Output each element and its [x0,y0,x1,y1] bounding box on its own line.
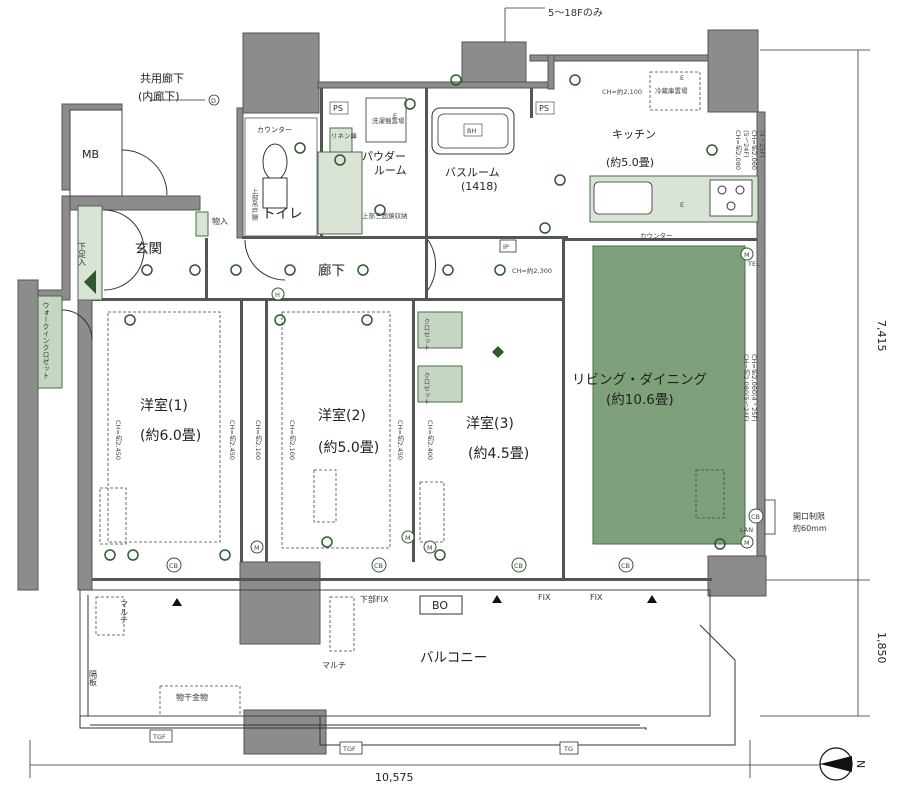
living-label-2: (約10.6畳) [606,392,674,408]
outer-walls [17,29,767,755]
mb-label: MB [82,148,99,161]
e-marker-1: E [680,201,684,209]
shoe-box-label: 下足入 [78,242,87,266]
ch-kitchen-2: (5～24F) [742,130,750,158]
western1-label-1: 洋室(1) [140,397,188,414]
dimension-lines [29,7,870,778]
cb-marker-5: CB [751,513,760,521]
balcony-label: バルコニー [420,650,487,666]
cb-marker-2: CB [374,562,383,570]
arrow-marker [172,598,182,606]
tel-label: TEL [747,260,760,268]
western3-label-1: 洋室(3) [466,415,514,432]
bathroom-label-1: バスルーム [445,166,500,179]
entrance-label: 玄関 [135,240,162,257]
kitchen-label-2: (約5.0畳) [606,155,654,169]
upper-shelf-label: 上部吊戸棚 [250,187,258,222]
corridor-label-2: (内廊下) [138,89,180,103]
title-note: 5～18Fのみ [548,8,603,19]
closet-label-1: クロゼット [422,318,430,351]
multi-outlet-2: マルチ [322,661,346,670]
storage-label: 物入 [212,216,228,226]
clothes-dryer-label: 物干金物 [176,692,208,702]
cb-marker-1: CB [169,562,178,570]
ch-w1a: CH=約2,450 [114,420,122,460]
e-marker-2: E [680,74,684,82]
bo-label: BO [432,599,448,612]
balcony-area [79,589,736,746]
opening-limit-1: 開口制限 [793,511,825,521]
d-marker: D [211,97,216,105]
ip-label: IP [503,243,509,251]
dim-depth-balcony: 1,850 [875,632,888,664]
ch-hall: CH=約2,300 [512,266,552,275]
powder-room-label-2: ルーム [374,164,407,177]
ch-ld-2: CH=約2,060(4・25F) [750,354,758,422]
cb-marker-3: CB [514,562,523,570]
ch-w2b: CH=約2,100 [288,420,296,460]
bh-label: BH [467,127,476,135]
ch-kitchen-4: (4・25F) [758,130,766,158]
m-marker-3: M [427,544,433,552]
partition-label: 隔板 [89,670,98,687]
m-marker-2: M [405,534,411,542]
powder-room-label-1: パウダー [362,149,406,163]
toilet-label: トイレ [262,206,303,222]
ch-w3: CH=約2,400 [426,420,434,460]
closet-label-2: クロゼット [422,372,430,405]
hallway-label: 廊下 [318,262,345,279]
ps-label-2: PS [539,104,549,113]
living-label-1: リビング・ダイニング [572,372,707,388]
opening-limit-2: 約60mm [793,523,827,533]
tgf-label-1: TGF [152,733,166,741]
counter-label-1: カウンター [257,125,292,134]
washer-label: 洗濯機置場 [372,116,405,125]
western2-label-1: 洋室(2) [318,407,366,424]
bathroom-label-2: (1418) [461,180,498,193]
multi-outlet-1: マルチ [120,600,129,624]
linen-label: リネン庫 [331,131,358,140]
western2-label-2: (約5.0畳) [318,440,379,456]
mirror-label: 上部三面鏡収納 [362,211,408,220]
dim-depth-main: 7,415 [875,320,888,352]
h-marker: H [275,291,280,299]
ch-w2c: CH=約2,450 [396,420,404,460]
dim-width: 10,575 [375,771,414,784]
tgf-label-2: TGF [342,745,356,753]
counter-label-2: カウンター [640,231,673,240]
ch-kitchen-1: CH=約2,080 [734,130,742,170]
fix-label-2: FIX [590,593,603,602]
e-marker-3: E [393,112,397,120]
m-marker-1: M [254,544,260,552]
arrow-marker [647,595,657,603]
ps-label-1: PS [333,104,343,113]
m-marker-4: M [744,251,750,259]
fridge-label: 冷蔵庫置場 [655,86,688,95]
arrow-marker [492,595,502,603]
fix-label-1: FIX [538,593,551,602]
tg-label: TG [563,745,573,753]
lan-label: LAN [740,526,753,534]
outlet-markers [166,247,764,573]
cb-marker-4: CB [621,562,630,570]
corridor-label-1: 共用廊下 [140,71,184,85]
lower-fix-label: 下部FIX [360,594,389,604]
ch-bath: CH=約2,100 [602,87,642,96]
kitchen-label-1: キッチン [612,128,656,141]
ch-w1b: CH=約2,450 [228,420,236,460]
western1-label-2: (約6.0畳) [140,428,201,444]
ch-kitchen-3: CH=約2,060 [750,130,758,170]
compass-north-label: N [854,760,867,768]
ch-ld-1: CH=約2,080(5～24F) [742,354,750,422]
compass-icon [819,747,853,781]
ch-w2a: CH=約2,100 [254,420,262,460]
western3-label-2: (約4.5畳) [468,446,529,462]
m-marker-5: M [744,539,750,547]
walk-in-closet-label: ウォークインクロゼット [42,302,50,379]
fixtures [104,74,726,561]
